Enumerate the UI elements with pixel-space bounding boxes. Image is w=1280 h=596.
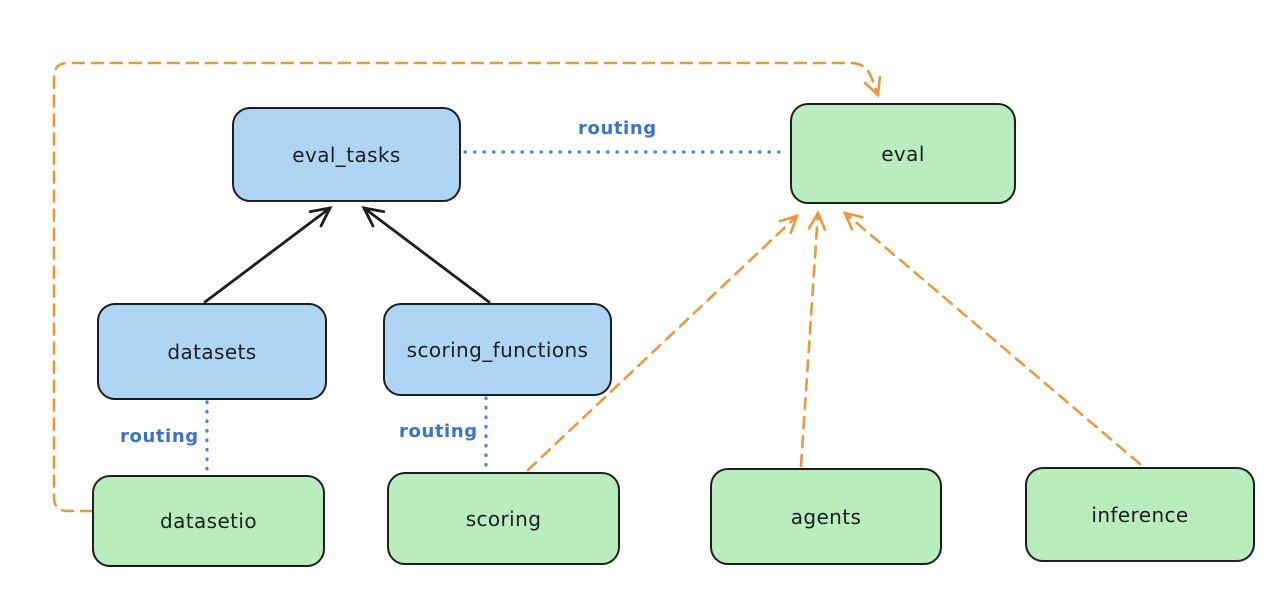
edge-label-routing-datasets-datasetio: routing — [120, 426, 199, 447]
node-scoring-functions: scoring_functions — [383, 303, 612, 396]
node-inference: inference — [1025, 467, 1255, 562]
node-eval: eval — [790, 103, 1016, 204]
node-scoring-label: scoring — [465, 506, 542, 531]
edge-agents-to-eval — [799, 210, 827, 468]
node-inference-label: inference — [1091, 502, 1189, 527]
node-scoring: scoring — [387, 472, 620, 565]
node-agents: agents — [710, 468, 942, 565]
node-datasets: datasets — [97, 303, 327, 400]
edge-label-routing-scoring-functions-scoring: routing — [399, 421, 478, 442]
edge-datasets-to-eval-tasks — [203, 206, 333, 304]
edge-label-routing-eval-tasks-eval: routing — [578, 118, 657, 139]
edge-scoring-functions-to-eval-tasks — [361, 206, 491, 304]
node-datasetio: datasetio — [92, 475, 325, 567]
edge-scoring-to-eval — [526, 214, 800, 472]
edge-datasetio-to-eval — [52, 61, 882, 513]
edge-inference-to-eval — [842, 211, 1142, 466]
node-scoring-functions-label: scoring_functions — [406, 337, 589, 362]
node-datasetio-label: datasetio — [159, 509, 257, 533]
node-eval-tasks: eval_tasks — [232, 107, 461, 202]
node-eval-label: eval — [881, 141, 925, 166]
node-eval-tasks-label: eval_tasks — [292, 142, 401, 167]
node-agents-label: agents — [790, 504, 862, 529]
node-datasets-label: datasets — [167, 339, 257, 364]
